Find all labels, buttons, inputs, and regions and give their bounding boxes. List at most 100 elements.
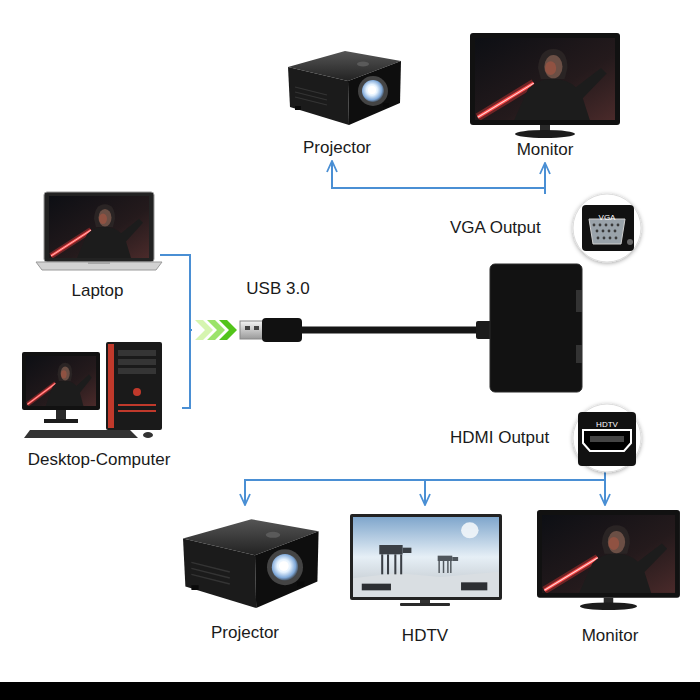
- monitor-picture: [470, 33, 620, 138]
- laptop-picture: [44, 192, 154, 262]
- desktop-picture: [133, 388, 141, 396]
- device-label: Projector: [211, 623, 279, 643]
- usb-plug: [240, 321, 264, 339]
- desktop-picture: [106, 342, 162, 430]
- device-box: Laptop: [35, 188, 160, 304]
- port-caption: VGA: [599, 213, 616, 222]
- usb-plug: [254, 326, 259, 330]
- vga-port-icon: [603, 237, 606, 240]
- device-label: Monitor: [582, 626, 639, 646]
- device-label: VGA Output: [450, 218, 541, 238]
- monitor-picture: [470, 33, 620, 138]
- vga-port-icon: [593, 224, 596, 227]
- hdtv-picture: [353, 517, 499, 597]
- adapter-box: [490, 264, 582, 392]
- projector-picture: [288, 51, 401, 125]
- label-anchor: HDTV: [567, 413, 647, 431]
- usb-plug: [245, 326, 250, 330]
- vga-port-icon: [609, 237, 612, 240]
- laptop-picture: [88, 262, 110, 264]
- vga-port-icon: [617, 224, 620, 227]
- device-label: HDTV: [402, 626, 448, 646]
- vga-port-icon: [614, 230, 617, 233]
- vga-port-icon: [615, 237, 618, 240]
- desktop-picture: [118, 368, 156, 374]
- laptop-picture: [36, 192, 162, 270]
- desktop-picture: [118, 350, 156, 356]
- hdmi-port-icon: [578, 412, 636, 466]
- usb-plug: [240, 318, 302, 342]
- device-label: USB 3.0: [246, 279, 309, 299]
- desktop-picture: [44, 419, 78, 423]
- vga-port-icon: [599, 224, 602, 227]
- desktop-picture: [118, 359, 156, 365]
- hdtv-picture: [350, 514, 502, 606]
- device-label: HDMI Output: [450, 428, 549, 448]
- device-label: Projector: [303, 138, 371, 158]
- usb-cable: [300, 327, 480, 334]
- vga-port-icon: [627, 239, 633, 245]
- device-box: Monitor: [532, 505, 688, 649]
- desktop-picture: [22, 352, 100, 410]
- vga-port-icon: [596, 230, 599, 233]
- desktop-picture: [22, 342, 162, 438]
- connector-line: [425, 472, 605, 505]
- monitor-picture: [537, 510, 680, 610]
- port-box: HDMI Output: [445, 404, 648, 472]
- connector-line: [604, 472, 606, 505]
- device-box: Monitor: [468, 30, 622, 163]
- port-box: VGA Output: [445, 194, 648, 262]
- vga-port-icon: [605, 224, 608, 227]
- port-caption: HDTV: [596, 420, 618, 429]
- adapter-box: [476, 264, 582, 392]
- monitor-picture: [537, 510, 680, 610]
- hdmi-port-icon: [573, 404, 641, 472]
- desktop-picture: [143, 432, 153, 438]
- connector-line: [245, 472, 605, 505]
- connector-line: [544, 163, 546, 194]
- laptop-picture: [49, 196, 149, 258]
- vga-port-icon: [611, 224, 614, 227]
- projector-picture: [183, 519, 319, 608]
- connector-line: [160, 255, 238, 330]
- hdmi-port-icon: [573, 404, 641, 472]
- device-label: Desktop-Computer: [28, 450, 171, 470]
- hdmi-port-icon: [583, 430, 631, 451]
- projector-picture: [183, 519, 319, 608]
- connector-line: [332, 161, 545, 194]
- vga-port-icon: [597, 237, 600, 240]
- device-label: Monitor: [517, 140, 574, 160]
- adapter-box: [576, 345, 582, 363]
- desktop-picture: [56, 410, 66, 420]
- device-label: Laptop: [72, 281, 124, 301]
- projector-picture: [288, 51, 401, 125]
- hdmi-port-icon: [590, 436, 624, 442]
- vga-port-icon: [573, 194, 641, 262]
- connector-group: [160, 161, 605, 505]
- vga-port-icon: [589, 219, 625, 244]
- vga-port-icon: [593, 224, 620, 240]
- vga-port-icon: [608, 230, 611, 233]
- label-anchor: VGA: [567, 206, 647, 224]
- hdtv-picture: [350, 514, 502, 600]
- bottom-bar: [0, 682, 700, 700]
- device-box: Projector: [170, 505, 320, 646]
- device-box: HDTV: [345, 505, 505, 649]
- desktop-picture: [26, 356, 96, 406]
- device-box: Desktop-Computer: [16, 336, 182, 473]
- adapter-box: [576, 290, 582, 312]
- connector-line: [182, 330, 238, 408]
- hdtv-picture: [400, 603, 450, 606]
- desktop-picture: [24, 430, 138, 438]
- device-box: Projector: [272, 35, 402, 161]
- desktop-picture: [108, 344, 114, 428]
- desktop-picture: [118, 410, 156, 412]
- vga-port-icon: [573, 194, 641, 262]
- plug-box: USB 3.0: [238, 276, 318, 346]
- vga-port-icon: [602, 230, 605, 233]
- desktop-picture: [118, 404, 156, 406]
- vga-port-icon: [582, 205, 634, 251]
